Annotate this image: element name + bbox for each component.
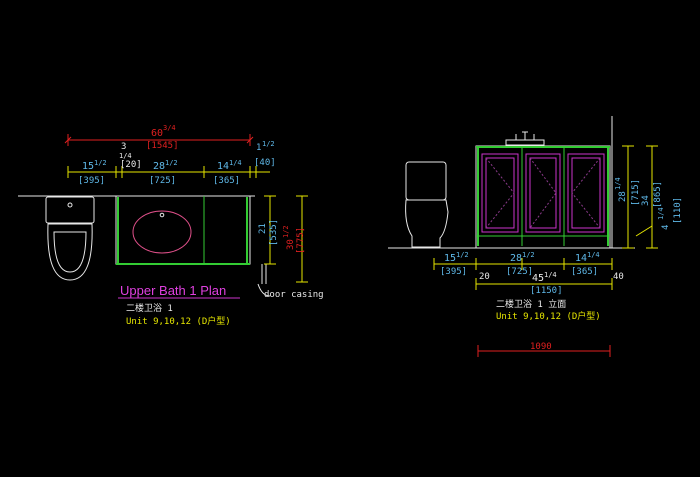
elev-h3-value: 4 [661,225,671,230]
plan-d2-frac: 1/4 [119,152,132,160]
elev-gap-right: 40 [613,272,624,282]
toilet-elevation [405,161,449,248]
plan-overall-frac: 3/4 [163,124,176,132]
plan-d5-mm: [40] [254,158,276,168]
elev-h3-mm: [110] [673,197,683,224]
plan-depth2-value: 30 [286,239,296,250]
plan-d5-frac: 1/2 [262,140,275,148]
plan-overall-dim [64,134,254,146]
elev-d1-mm: [395] [440,267,467,277]
elevation-height-dims [622,145,658,249]
elev-d1-frac: 1/2 [456,251,469,259]
plan-d3-frac: 1/2 [165,159,178,167]
plan-door-note: door casing [264,290,324,300]
vanity-plan [115,195,251,265]
elevation-view [388,116,658,357]
elev-h3-frac: 1/4 [657,207,665,220]
elev-overall-frac: 1/4 [544,271,557,279]
elev-d2-mm: [725] [506,267,533,277]
elevation-bottom-dims [433,258,613,290]
plan-overall-value: 60 [151,128,163,139]
plan-d4-frac: 1/4 [229,159,242,167]
elev-gap-left: 20 [479,272,490,282]
plan-d2-mm: [20] [120,160,142,170]
plan-depth-dims [264,195,308,283]
elev-d2-frac: 1/2 [522,251,535,259]
plan-subtitle: 二楼卫浴 1 [126,304,173,314]
plan-depth2-frac: 1/2 [282,225,290,238]
elevation-subtitle: 二楼卫浴 1 立面 [496,300,567,310]
plan-title: Upper Bath 1 Plan [120,283,227,298]
sink-basin [132,210,192,254]
plan-d1-frac: 1/2 [94,159,107,167]
plan-unit-note: Unit 9,10,12 (D户型) [126,317,231,327]
elev-d3-mm: [365] [571,267,598,277]
plan-depth2-mm: [775] [296,227,306,254]
plan-d3-value: 28 [153,161,165,172]
plan-d4-mm: [365] [213,176,240,186]
elev-overall-value: 45 [532,273,544,284]
elev-h1-value: 28 [618,191,628,202]
door-casing [257,264,271,297]
vanity-elevation [475,145,611,249]
plan-d5-value: 1 [256,143,261,153]
plan-d1-mm: [395] [78,176,105,186]
elev-h2-value: 34 [641,195,651,206]
elev-h2-mm: [865] [653,181,663,208]
elev-d2-value: 28 [510,253,522,264]
elev-h1-frac: 1/4 [614,177,622,190]
elev-overall-mm: [1150] [530,286,563,296]
plan-d3-mm: [725] [149,176,176,186]
plan-d2-value: 3 [121,142,126,152]
elev-d3-frac: 1/4 [587,251,600,259]
plan-depth1-mm: [535] [269,219,279,246]
elev-d1-value: 15 [444,253,456,264]
plan-overall-mm: [1545] [146,141,179,151]
elev-d3-value: 14 [575,253,587,264]
toilet-plan [45,196,95,281]
elev-bottom-dim: 1090 [530,342,552,352]
plan-d4-value: 14 [217,161,229,172]
elev-h1-mm: [715] [631,179,641,206]
plan-depth1-value: 21 [258,223,268,234]
plan-d1-value: 15 [82,161,94,172]
faucet-elevation [505,131,545,146]
plan-segment-dims [67,166,270,178]
plan-view [18,134,308,299]
elevation-unit-note: Unit 9,10,12 (D户型) [496,312,601,322]
elevation-1090-dim [477,345,611,357]
